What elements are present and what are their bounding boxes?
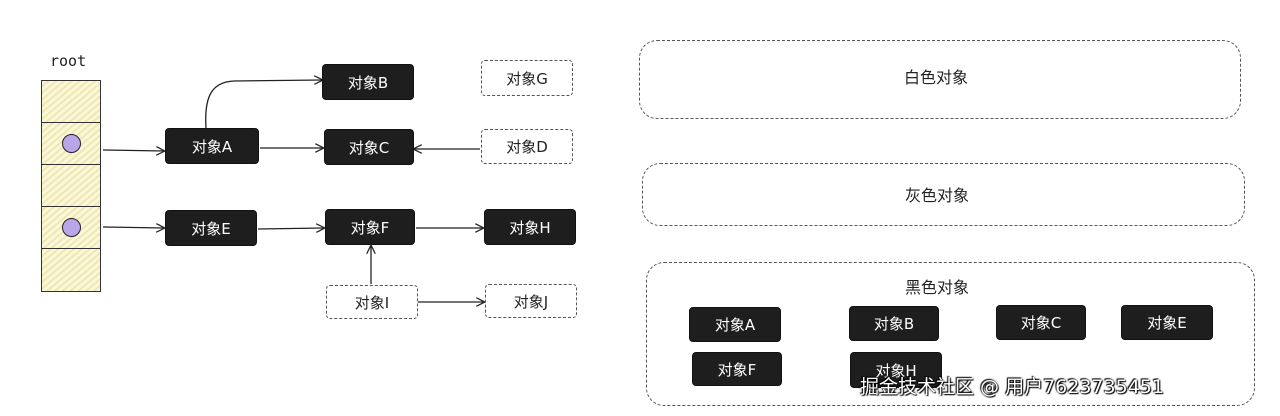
root-label: root: [50, 52, 87, 70]
white-set-zone: [639, 40, 1241, 119]
gray-set-zone: [642, 163, 1245, 226]
node-object-d: 对象D: [481, 129, 573, 164]
black-set-item: 对象H: [850, 352, 942, 388]
root-slot: [42, 81, 100, 123]
root-slot: [42, 123, 100, 165]
node-object-e: 对象E: [165, 210, 257, 246]
node-object-c: 对象C: [324, 129, 414, 165]
black-set-item: 对象B: [849, 306, 939, 341]
arrow-root-to-e: [102, 227, 164, 228]
node-object-a: 对象A: [165, 128, 259, 164]
reference-dot: [62, 218, 81, 237]
node-object-i: 对象I: [326, 285, 418, 319]
gray-set-label: 灰色对象: [905, 186, 970, 205]
white-set-label: 白色对象: [904, 68, 969, 87]
arrow-a-to-b: [205, 80, 322, 129]
node-object-b: 对象B: [322, 64, 414, 100]
root-slot: [42, 165, 100, 207]
arrow-e-to-f: [257, 228, 324, 229]
black-set-item: 对象C: [996, 305, 1086, 340]
node-object-g: 对象G: [481, 60, 573, 96]
root-set: [41, 80, 101, 292]
root-slot: [42, 207, 100, 249]
node-object-h: 对象H: [484, 209, 576, 245]
root-slot: [42, 249, 100, 290]
black-set-item: 对象F: [692, 352, 782, 386]
black-set-label: 黑色对象: [905, 278, 970, 297]
reference-dot: [62, 134, 81, 153]
node-object-f: 对象F: [325, 209, 415, 245]
node-object-j: 对象J: [485, 284, 577, 318]
watermark: 掘金技术社区 @ 用户7623735451: [860, 376, 1164, 398]
black-set-zone: [646, 262, 1255, 406]
arrow-root-to-a: [102, 150, 164, 151]
black-set-item: 对象A: [689, 307, 781, 342]
black-set-item: 对象E: [1121, 305, 1213, 340]
